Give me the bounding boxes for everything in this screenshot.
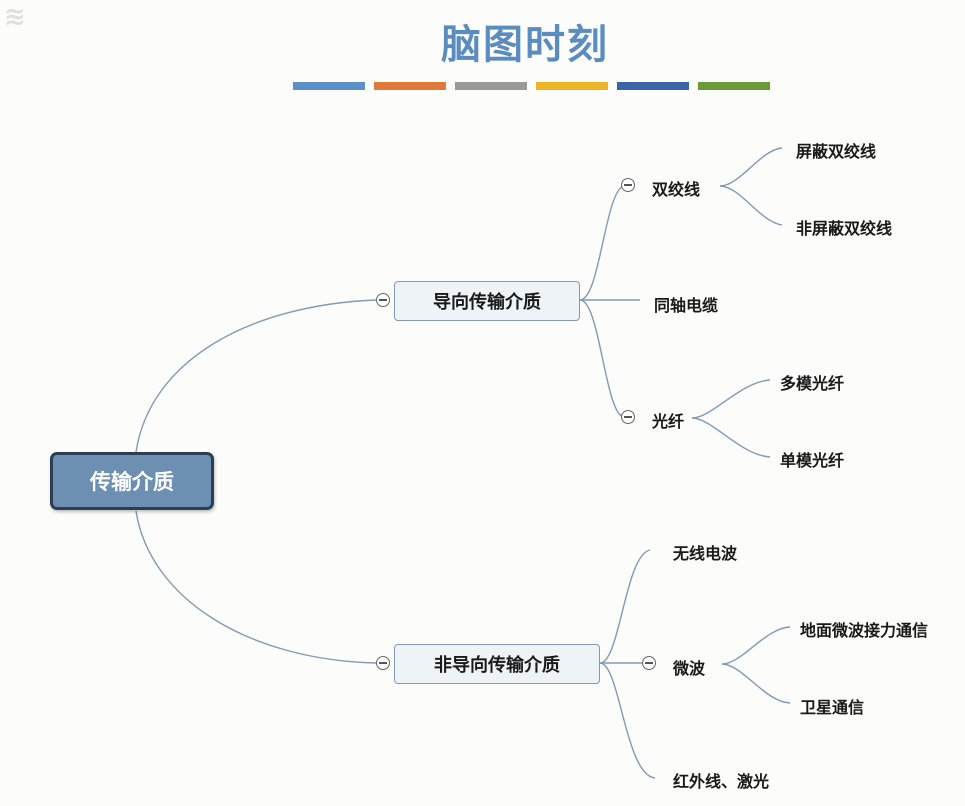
node-microwave[interactable]: 微波 bbox=[673, 659, 706, 678]
link-unguided-radio bbox=[599, 549, 651, 664]
node-shielded-twisted-pair[interactable]: 屏蔽双绞线 bbox=[796, 142, 877, 161]
node-unshielded-twisted-pair[interactable]: 非屏蔽双绞线 bbox=[796, 219, 893, 238]
node-coax-cable[interactable]: 同轴电缆 bbox=[654, 296, 719, 315]
link-microwave-terrestrial bbox=[721, 626, 791, 665]
node-terrestrial-microwave[interactable]: 地面微波接力通信 bbox=[800, 621, 929, 640]
color-bar-1 bbox=[293, 82, 365, 90]
collapse-guided-icon[interactable] bbox=[376, 293, 390, 307]
color-bar-2 bbox=[374, 82, 446, 90]
node-guided-media[interactable]: 导向传输介质 bbox=[394, 281, 580, 321]
root-node[interactable]: 传输介质 bbox=[50, 452, 214, 510]
link-fiber-singlemode bbox=[691, 417, 771, 458]
node-unguided-media[interactable]: 非导向传输介质 bbox=[394, 644, 600, 684]
node-twisted-pair[interactable]: 双绞线 bbox=[652, 180, 701, 199]
link-root-guided bbox=[135, 299, 377, 453]
node-satellite-communication[interactable]: 卫星通信 bbox=[800, 698, 865, 717]
collapse-microwave-icon[interactable] bbox=[642, 656, 656, 670]
link-twisted-unshielded bbox=[719, 185, 783, 226]
node-multimode-fiber[interactable]: 多模光纤 bbox=[780, 374, 845, 393]
link-guided-fiber bbox=[579, 299, 625, 418]
watermark-logo: ≋ bbox=[4, 2, 26, 32]
node-radio-wave[interactable]: 无线电波 bbox=[673, 544, 738, 563]
collapse-unguided-icon[interactable] bbox=[376, 656, 390, 670]
node-optical-fiber[interactable]: 光纤 bbox=[652, 412, 685, 431]
link-twisted-shielded bbox=[719, 147, 783, 187]
link-guided-twisted bbox=[579, 185, 625, 301]
color-bar-6 bbox=[698, 82, 770, 90]
link-unguided-infrared bbox=[599, 662, 656, 779]
collapse-twisted-pair-icon[interactable] bbox=[621, 178, 635, 192]
page-title: 脑图时刻 bbox=[441, 22, 609, 68]
node-singlemode-fiber[interactable]: 单模光纤 bbox=[780, 451, 845, 470]
link-fiber-multimode bbox=[691, 379, 771, 419]
color-bar-4 bbox=[536, 82, 608, 90]
link-microwave-satellite bbox=[721, 663, 791, 704]
collapse-fiber-icon[interactable] bbox=[621, 410, 635, 424]
color-bar-3 bbox=[455, 82, 527, 90]
link-root-unguided bbox=[135, 510, 377, 664]
node-infrared-laser[interactable]: 红外线、激光 bbox=[673, 772, 770, 791]
color-bar-5 bbox=[617, 82, 689, 90]
